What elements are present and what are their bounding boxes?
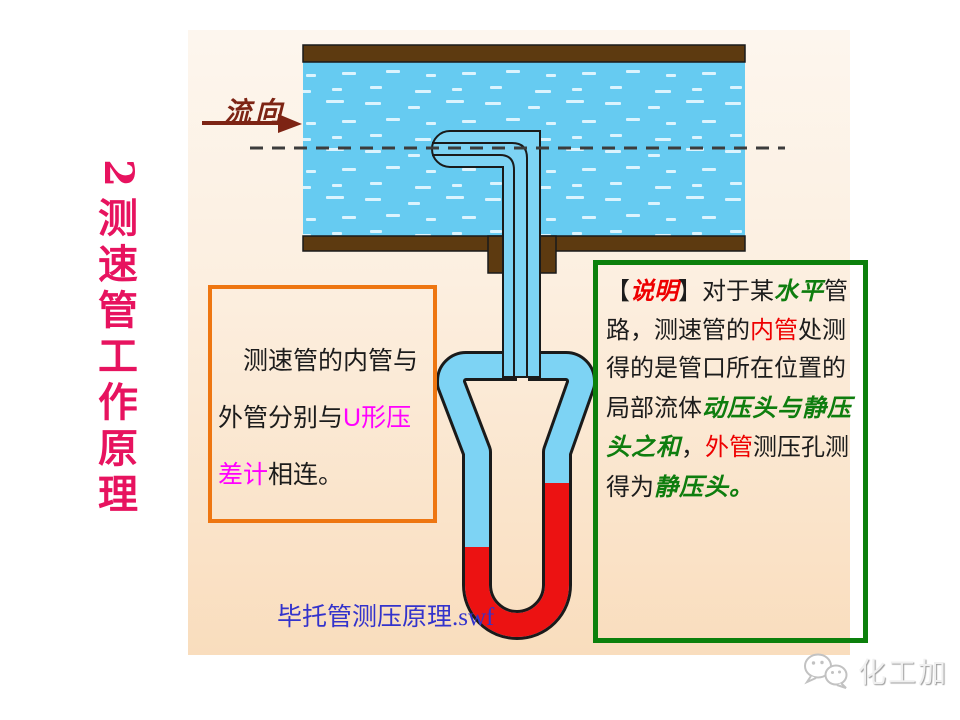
text-line: 测速管的内管与 bbox=[218, 333, 427, 390]
explain-box: 【说明】对于某水平管路，测速管的内管处测得的是管口所在位置的局部流体动压头与静压… bbox=[593, 260, 868, 643]
text-segment: 测压孔测 bbox=[753, 434, 849, 461]
text-segment: 差计 bbox=[218, 461, 269, 489]
text-line: 外管分别与U形压 bbox=[218, 390, 427, 447]
text-segment: 水平 bbox=[774, 276, 824, 305]
text-line: 路，测速管的内管处测 bbox=[606, 312, 857, 351]
text-line: 差计相连。 bbox=[218, 447, 427, 504]
text-segment: 原 bbox=[98, 425, 138, 472]
text-segment: 】 bbox=[678, 278, 702, 305]
text-segment: 处测 bbox=[798, 316, 846, 344]
text-line: 头之和，外管测压孔测 bbox=[606, 428, 857, 468]
text-segment: 工 bbox=[98, 333, 138, 380]
text-segment: 速 bbox=[98, 241, 138, 288]
swf-link[interactable]: 毕托管测压原理.swf bbox=[277, 604, 495, 631]
text-segment: 相连。 bbox=[268, 461, 344, 489]
text-segment: ， bbox=[681, 434, 705, 461]
text-line: 局部流体动压头与静压 bbox=[606, 389, 857, 429]
text-segment: 管 bbox=[98, 287, 138, 334]
logo-text: 化工加 bbox=[858, 657, 949, 688]
text-segment: 局部流体 bbox=[606, 394, 702, 422]
text-segment: 管 bbox=[824, 278, 848, 305]
text-segment: 外管分别与 bbox=[218, 404, 344, 432]
text-segment: 【 bbox=[606, 278, 630, 305]
text-line: 得为静压头。 bbox=[606, 468, 857, 508]
text-segment: 路，测速管的 bbox=[606, 316, 750, 344]
text-segment: 得为 bbox=[606, 473, 654, 501]
text-segment: 动压头与静压 bbox=[702, 392, 852, 422]
text-segment: 得的是管口所在位置的 bbox=[606, 355, 846, 382]
text-segment: 头之和 bbox=[606, 432, 681, 461]
text-segment: 测速管的内管与 bbox=[218, 347, 419, 375]
text-segment: 说明 bbox=[630, 276, 678, 305]
text-segment: 作 bbox=[98, 379, 138, 426]
text-segment: 测 bbox=[98, 195, 138, 242]
text-line: 【说明】对于某水平管 bbox=[606, 272, 857, 312]
text-segment: 2 bbox=[95, 159, 142, 187]
text-segment: 静压头。 bbox=[654, 471, 754, 501]
text-segment: U形压 bbox=[343, 404, 412, 432]
text-segment: 外管 bbox=[705, 434, 753, 461]
page-title: 2 测速管工作原理 bbox=[90, 150, 146, 518]
note-box: 测速管的内管与外管分别与U形压差计相连。 bbox=[208, 285, 437, 523]
text-segment: 内管 bbox=[750, 316, 798, 344]
text-segment: 理 bbox=[98, 471, 138, 518]
logo: 化工加 bbox=[800, 650, 948, 692]
flow-direction-label: 流向 bbox=[224, 97, 286, 128]
wechat-icon bbox=[804, 653, 848, 689]
text-line: 得的是管口所在位置的 bbox=[606, 350, 857, 389]
text-segment: 对于某 bbox=[702, 278, 774, 305]
